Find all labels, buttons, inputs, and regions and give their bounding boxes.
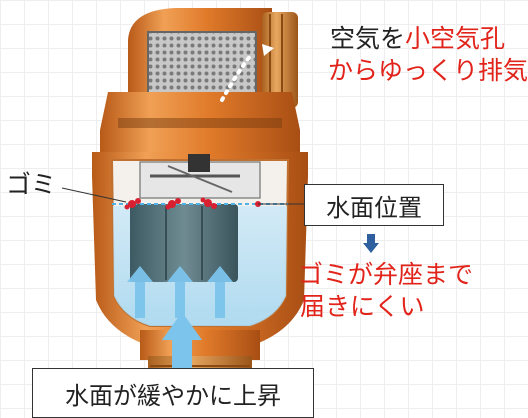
air-exhaust-label: 空気を小空気孔 <box>330 24 505 54</box>
debris-icon <box>124 197 261 210</box>
down-arrow-icon <box>363 234 379 253</box>
lever-mechanism <box>139 154 261 199</box>
float <box>130 204 238 282</box>
debris-leader-line <box>61 187 127 203</box>
up-arrows-icon <box>127 266 233 318</box>
debris-note-line1: ゴミが弁座まで <box>298 260 474 289</box>
air-exhaust-text-red: 小空気孔 <box>405 24 506 53</box>
debris-note-line2: 届きにくい <box>300 292 425 321</box>
air-exhaust-line2: からゆっくり排気 <box>328 56 528 85</box>
water-level-box: 水面位置 <box>304 184 444 226</box>
exhaust-path <box>220 52 254 102</box>
air-exhaust-text-black: 空気を <box>330 24 406 53</box>
debris-label: ゴミ <box>6 170 57 199</box>
exhaust-arrow-icon <box>262 44 274 56</box>
rising-water-box: 水面が緩やかに上昇 <box>32 368 314 418</box>
